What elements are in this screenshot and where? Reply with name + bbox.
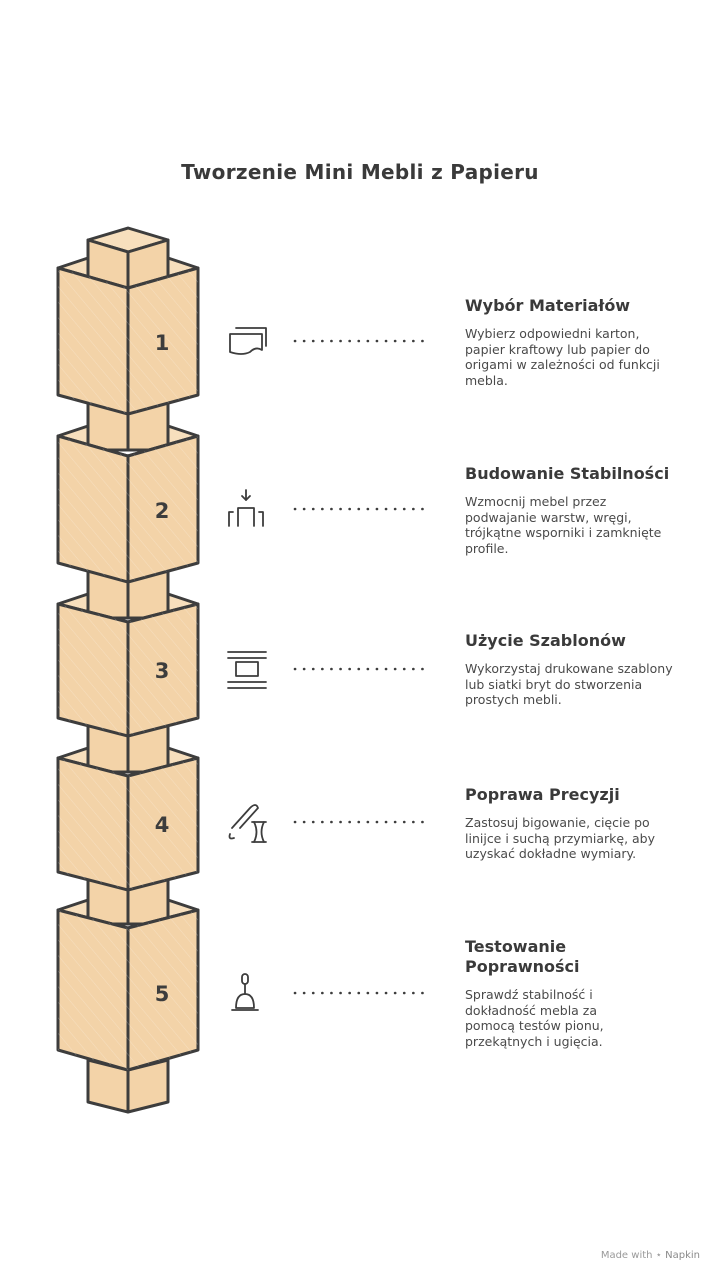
paper-sheets-icon <box>229 327 267 355</box>
step-description: Wykorzystaj drukowane szablony lub siatk… <box>465 661 673 707</box>
step-title: Testowanie Poprawności <box>465 937 580 976</box>
step-box-5 <box>56 898 200 1072</box>
step-number-1: 1 <box>155 331 170 355</box>
step-description: Wybierz odpowiedni karton, papier krafto… <box>465 326 660 388</box>
step-description: Wzmocnij mebel przez podwajanie warstw, … <box>465 494 662 556</box>
step-text-3: Użycie Szablonów Wykorzystaj drukowane s… <box>465 631 680 708</box>
step-description: Zastosuj bigowanie, cięcie po linijce i … <box>465 815 656 861</box>
step-number-4: 4 <box>155 813 170 837</box>
step-text-2: Budowanie Stabilności Wzmocnij mebel prz… <box>465 464 680 556</box>
step-number-5: 5 <box>155 982 170 1006</box>
knife-hourglass-icon <box>228 804 267 843</box>
napkin-logo-icon: ⋆ <box>655 1250 662 1261</box>
brand-name: Napkin <box>665 1250 700 1261</box>
template-icon <box>227 651 267 689</box>
step-text-4: Poprawa Precyzji Zastosuj bigowanie, cię… <box>465 785 680 862</box>
step-box-3 <box>56 592 200 738</box>
step-title: Wybór Materiałów <box>465 296 631 315</box>
step-number-3: 3 <box>155 659 170 683</box>
step-text-1: Wybór Materiałów Wybierz odpowiedni kart… <box>465 296 680 388</box>
step-title: Budowanie Stabilności <box>465 464 670 483</box>
step-box-1 <box>56 256 200 416</box>
step-title: Użycie Szablonów <box>465 631 626 650</box>
step-box-2 <box>56 424 200 584</box>
made-with-label: Made with <box>600 1250 653 1261</box>
column-bottom <box>86 1058 170 1114</box>
step-number-2: 2 <box>155 499 170 523</box>
footer-credit: Made with ⋆ Napkin <box>601 1250 700 1261</box>
step-box-4 <box>56 746 200 892</box>
step-description: Sprawdź stabilność i dokładność mebla za… <box>465 987 604 1049</box>
page-title: Tworzenie Mini Mebli z Papieru <box>181 160 539 184</box>
step-title: Poprawa Precyzji <box>465 785 620 804</box>
reinforcement-icon <box>228 489 264 527</box>
plumb-bob-icon <box>231 973 259 1011</box>
step-text-5: Testowanie Poprawności Sprawdź stabilnoś… <box>465 937 645 1049</box>
